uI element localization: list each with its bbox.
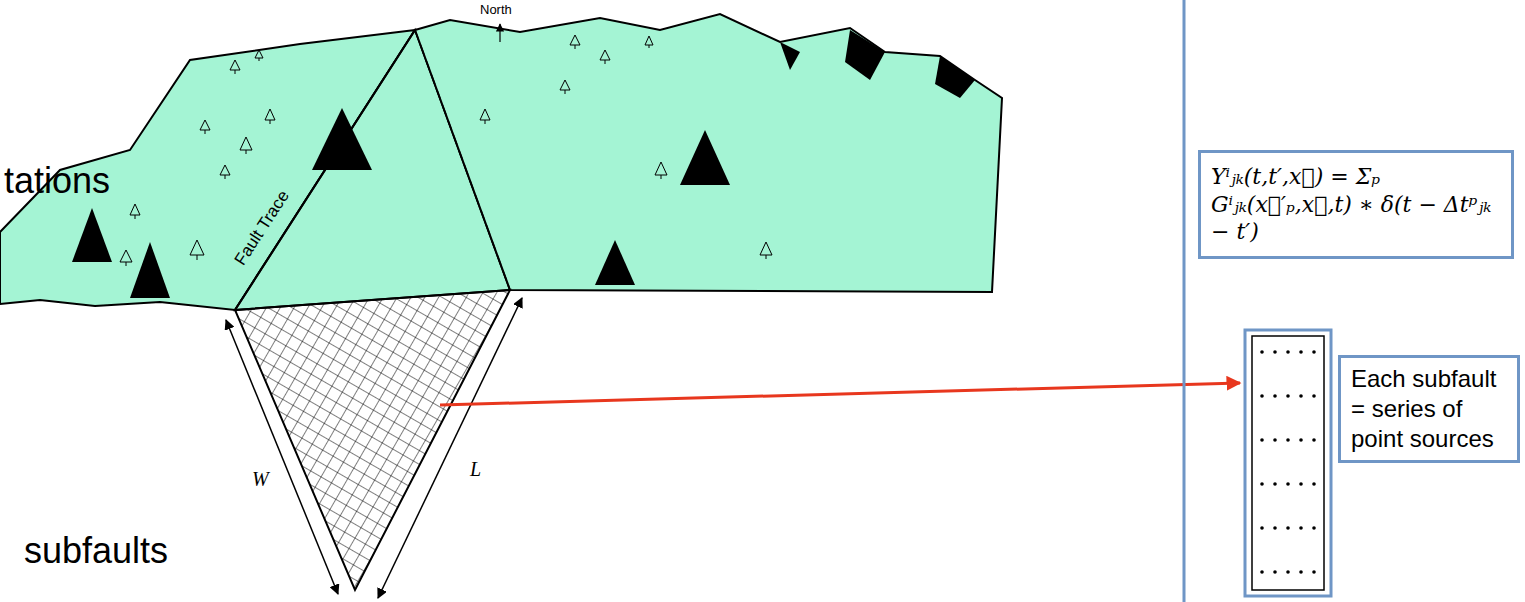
subfault-label: subfaults	[24, 530, 168, 571]
station-label: tations	[4, 160, 110, 201]
dimension-label: L	[470, 458, 481, 481]
terrain-right	[415, 14, 1002, 292]
fault-trace-line	[235, 30, 415, 310]
point-sources	[1260, 350, 1316, 574]
point-source	[1286, 482, 1290, 486]
fault-dip-line	[415, 30, 510, 290]
station-symbols	[72, 108, 730, 298]
point-source	[1286, 394, 1290, 398]
point-source	[1299, 570, 1303, 574]
mountain-shade	[845, 30, 885, 80]
point-source	[1286, 350, 1290, 354]
subfault-box	[1245, 330, 1331, 596]
point-source	[1312, 350, 1316, 354]
point-source	[1260, 526, 1264, 530]
point-source	[1286, 526, 1290, 530]
width-dimension	[226, 320, 338, 594]
point-source	[1312, 526, 1316, 530]
point-source	[1299, 394, 1303, 398]
point-source	[1286, 570, 1290, 574]
point-source	[1260, 570, 1264, 574]
point-source	[1299, 438, 1303, 442]
point-source	[1312, 394, 1316, 398]
point-source	[1312, 570, 1316, 574]
point-source	[1260, 482, 1264, 486]
point-source	[1273, 526, 1277, 530]
point-source	[1273, 482, 1277, 486]
point-source	[1312, 482, 1316, 486]
point-source	[1273, 570, 1277, 574]
north-arrow	[499, 24, 500, 42]
equation: Yⁱⱼₖ(t,t′,x⃗) = Σₚ Gⁱⱼₖ(x⃗′ₚ,x⃗,t) ∗ δ(t…	[1211, 163, 1501, 246]
point-source	[1260, 350, 1264, 354]
point-source	[1260, 438, 1264, 442]
fault-trace-label: Fault Trace	[231, 187, 294, 269]
fault-plane-grid	[235, 290, 510, 590]
mountain-shade	[935, 56, 975, 98]
point-source	[1260, 394, 1264, 398]
north-label: North	[480, 3, 512, 18]
equation-box: Yⁱⱼₖ(t,t′,x⃗) = Σₚ Gⁱⱼₖ(x⃗′ₚ,x⃗,t) ∗ δ(t…	[1198, 150, 1514, 259]
mountain-shade	[780, 42, 800, 70]
dimension-label: W	[252, 468, 269, 491]
point-source	[1286, 438, 1290, 442]
note-box: Each subfault = series of point sources	[1338, 355, 1520, 463]
note-text: Each subfault = series of point sources	[1351, 364, 1507, 454]
pointer-arrow	[440, 383, 1240, 405]
length-dimension	[378, 298, 522, 598]
point-source	[1299, 482, 1303, 486]
point-source	[1299, 350, 1303, 354]
point-source	[1273, 438, 1277, 442]
point-source	[1273, 394, 1277, 398]
point-source	[1299, 526, 1303, 530]
tree-symbols	[120, 35, 772, 266]
panel-divider	[1183, 0, 1186, 602]
point-source	[1273, 350, 1277, 354]
point-source	[1312, 438, 1316, 442]
